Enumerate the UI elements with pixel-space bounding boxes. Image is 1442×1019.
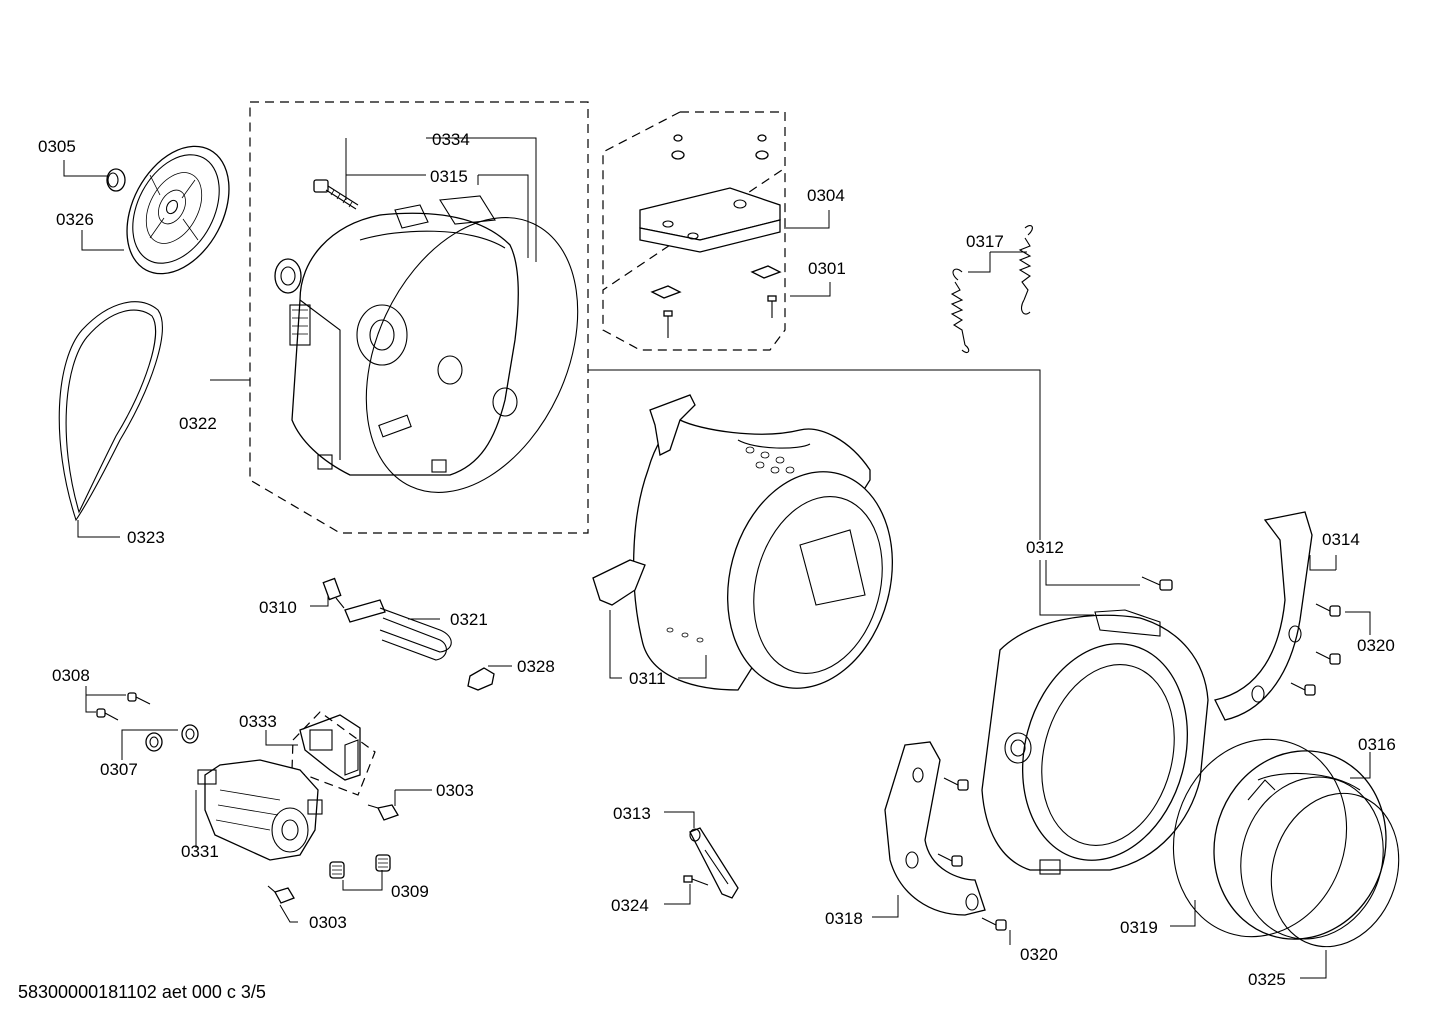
tub-spring-left bbox=[950, 268, 970, 354]
heating-element bbox=[344, 599, 452, 661]
door-seal-bellows bbox=[1213, 750, 1387, 940]
damper-pin bbox=[683, 875, 709, 886]
weight-screws-upper bbox=[1290, 603, 1341, 696]
label-0303-upper: 0303 bbox=[436, 781, 474, 800]
label-0301: 0301 bbox=[808, 259, 846, 278]
label-0334: 0334 bbox=[432, 130, 470, 149]
label-0316: 0316 bbox=[1358, 735, 1396, 754]
upper-front-weight bbox=[1214, 511, 1313, 721]
label-0319: 0319 bbox=[1120, 918, 1158, 937]
label-0311: 0311 bbox=[629, 669, 666, 688]
pulley-bush bbox=[106, 168, 126, 192]
leader-lines bbox=[63, 137, 1371, 979]
label-0305: 0305 bbox=[38, 137, 76, 156]
drawing-reference-number: 58300000181102 aet 000 c 3/5 bbox=[18, 982, 266, 1002]
washing-drum bbox=[633, 419, 894, 691]
door-seal-clamp-ring-outer bbox=[1172, 738, 1348, 938]
label-0315: 0315 bbox=[430, 167, 468, 186]
label-0310: 0310 bbox=[259, 598, 297, 617]
label-0326: 0326 bbox=[56, 210, 94, 229]
connector-clip-lower bbox=[267, 885, 295, 904]
label-0314: 0314 bbox=[1322, 530, 1360, 549]
label-0321: 0321 bbox=[450, 610, 488, 629]
motor-screw-upper bbox=[127, 692, 151, 705]
door-seal-clamp-ring-inner bbox=[1270, 792, 1400, 948]
motor-damper-bush-right bbox=[181, 724, 199, 744]
label-0333: 0333 bbox=[239, 712, 277, 731]
pulley-wheel bbox=[126, 145, 230, 275]
label-0309: 0309 bbox=[391, 882, 429, 901]
label-0324: 0324 bbox=[611, 896, 649, 915]
damper-bracket bbox=[689, 827, 739, 899]
connector-clip-upper bbox=[367, 804, 399, 821]
weight-screws-lower bbox=[937, 777, 1007, 931]
label-0320-lower: 0320 bbox=[1020, 945, 1058, 964]
label-0307: 0307 bbox=[100, 760, 138, 779]
drive-motor bbox=[197, 759, 323, 861]
tub-spring-right bbox=[1018, 225, 1033, 315]
label-0312: 0312 bbox=[1026, 538, 1064, 557]
heater-clamp bbox=[467, 667, 495, 691]
label-0320-upper: 0320 bbox=[1357, 636, 1395, 655]
label-0322: 0322 bbox=[179, 414, 217, 433]
tub-bolt bbox=[313, 179, 359, 210]
label-0328: 0328 bbox=[517, 657, 555, 676]
counterweight-nuts bbox=[650, 265, 782, 299]
motor-carbon-brush-left bbox=[329, 861, 345, 879]
label-0323: 0323 bbox=[127, 528, 165, 547]
motor-screw-lower bbox=[96, 708, 119, 721]
label-0304: 0304 bbox=[807, 186, 845, 205]
drive-belt bbox=[58, 301, 163, 522]
label-0318: 0318 bbox=[825, 909, 863, 928]
label-0313: 0313 bbox=[613, 804, 651, 823]
counterweight-plate bbox=[671, 134, 769, 160]
motor-damper-bush-left bbox=[145, 732, 163, 752]
label-0317: 0317 bbox=[966, 232, 1004, 251]
counterweight-group-outline bbox=[602, 111, 786, 351]
tub-rear-half bbox=[289, 195, 519, 476]
label-0303-lower: 0303 bbox=[309, 913, 347, 932]
connector-group-outline bbox=[291, 711, 376, 796]
tub-front-half bbox=[981, 609, 1209, 875]
drum-spider-arm-bottom bbox=[592, 559, 646, 606]
bearing-seal bbox=[274, 258, 302, 294]
ntc-temperature-sensor bbox=[322, 577, 345, 609]
lower-front-weight bbox=[884, 741, 986, 916]
tub-front-bolt bbox=[1141, 576, 1173, 591]
label-0308: 0308 bbox=[52, 666, 90, 685]
motor-carbon-brush-right bbox=[375, 854, 391, 872]
counterweight bbox=[639, 187, 781, 253]
drum-spider-arm-top bbox=[649, 394, 696, 456]
motor-connector bbox=[299, 714, 361, 781]
label-0325: 0325 bbox=[1248, 970, 1286, 989]
tub-sealing-ring bbox=[365, 217, 579, 493]
tub-group-outline bbox=[249, 101, 589, 534]
counterweight-screws bbox=[663, 295, 777, 338]
label-0331: 0331 bbox=[181, 842, 219, 861]
